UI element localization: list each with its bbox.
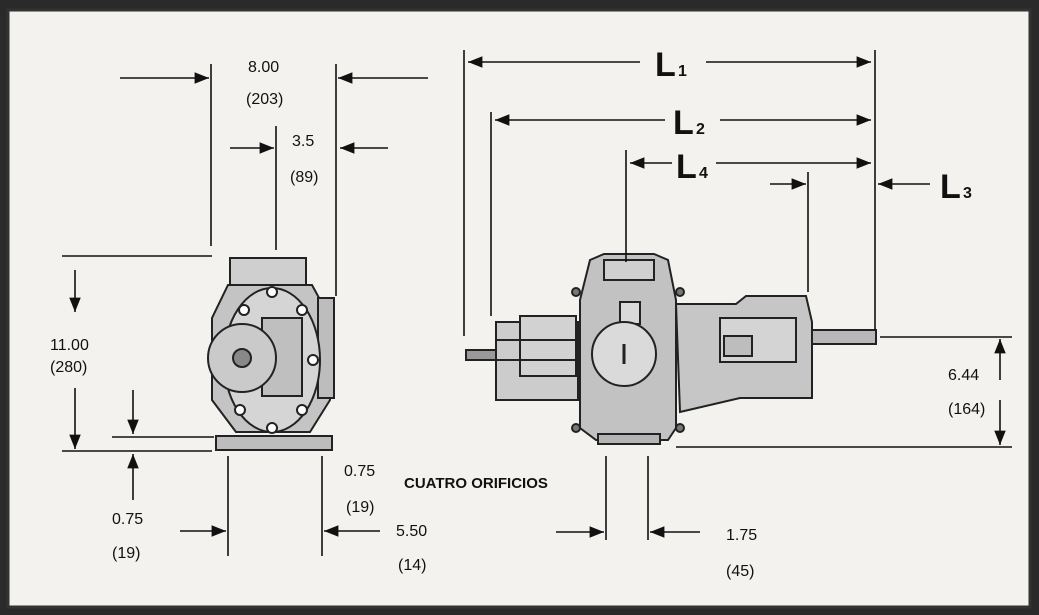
base-left-mm-label: (19) bbox=[112, 545, 140, 562]
l4-label: L 4 bbox=[676, 148, 708, 186]
foot-in-label: 5.50 bbox=[396, 523, 427, 540]
shaft-height-mm-label: (164) bbox=[948, 401, 985, 418]
front-view-dimensions bbox=[463, 50, 1012, 540]
svg-text:L: L bbox=[676, 148, 697, 186]
svg-text:L: L bbox=[673, 104, 694, 142]
front-view-pump bbox=[465, 253, 877, 445]
height-mm-label: (280) bbox=[50, 359, 87, 376]
svg-text:L: L bbox=[940, 168, 961, 206]
svg-text:L: L bbox=[655, 46, 676, 84]
l2-label: L 2 bbox=[673, 104, 705, 142]
svg-text:2: 2 bbox=[696, 121, 705, 138]
width-in-label: 8.00 bbox=[248, 59, 279, 76]
foot-mm-label: (14) bbox=[398, 557, 426, 574]
bolt-spacing-in-label: 1.75 bbox=[726, 527, 757, 544]
svg-text:3: 3 bbox=[963, 185, 972, 202]
side-view-pump bbox=[207, 257, 335, 451]
base-right-mm-label: (19) bbox=[346, 499, 374, 516]
height-in-label: 11.00 bbox=[50, 337, 89, 354]
side-view-labels: 8.00 (203) 3.5 (89) 11.00 (280) 0.75 (19… bbox=[50, 59, 427, 574]
svg-text:1: 1 bbox=[678, 63, 687, 80]
l3-label: L 3 bbox=[940, 168, 972, 206]
l1-label: L 1 bbox=[655, 46, 687, 84]
center-mm-label: (89) bbox=[290, 169, 318, 186]
side-view-dimensions bbox=[62, 64, 428, 556]
front-view-labels: CUATRO ORIFICIOS 1.75 (45) 6.44 (164) L … bbox=[404, 46, 985, 580]
shaft-height-in-label: 6.44 bbox=[948, 367, 979, 384]
base-right-in-label: 0.75 bbox=[344, 463, 375, 480]
paper-sheet bbox=[6, 8, 1032, 609]
bolt-spacing-mm-label: (45) bbox=[726, 563, 754, 580]
four-holes-label: CUATRO ORIFICIOS bbox=[404, 475, 548, 492]
center-in-label: 3.5 bbox=[292, 133, 314, 150]
svg-text:4: 4 bbox=[699, 165, 708, 182]
base-left-in-label: 0.75 bbox=[112, 511, 143, 528]
width-mm-label: (203) bbox=[246, 91, 283, 108]
